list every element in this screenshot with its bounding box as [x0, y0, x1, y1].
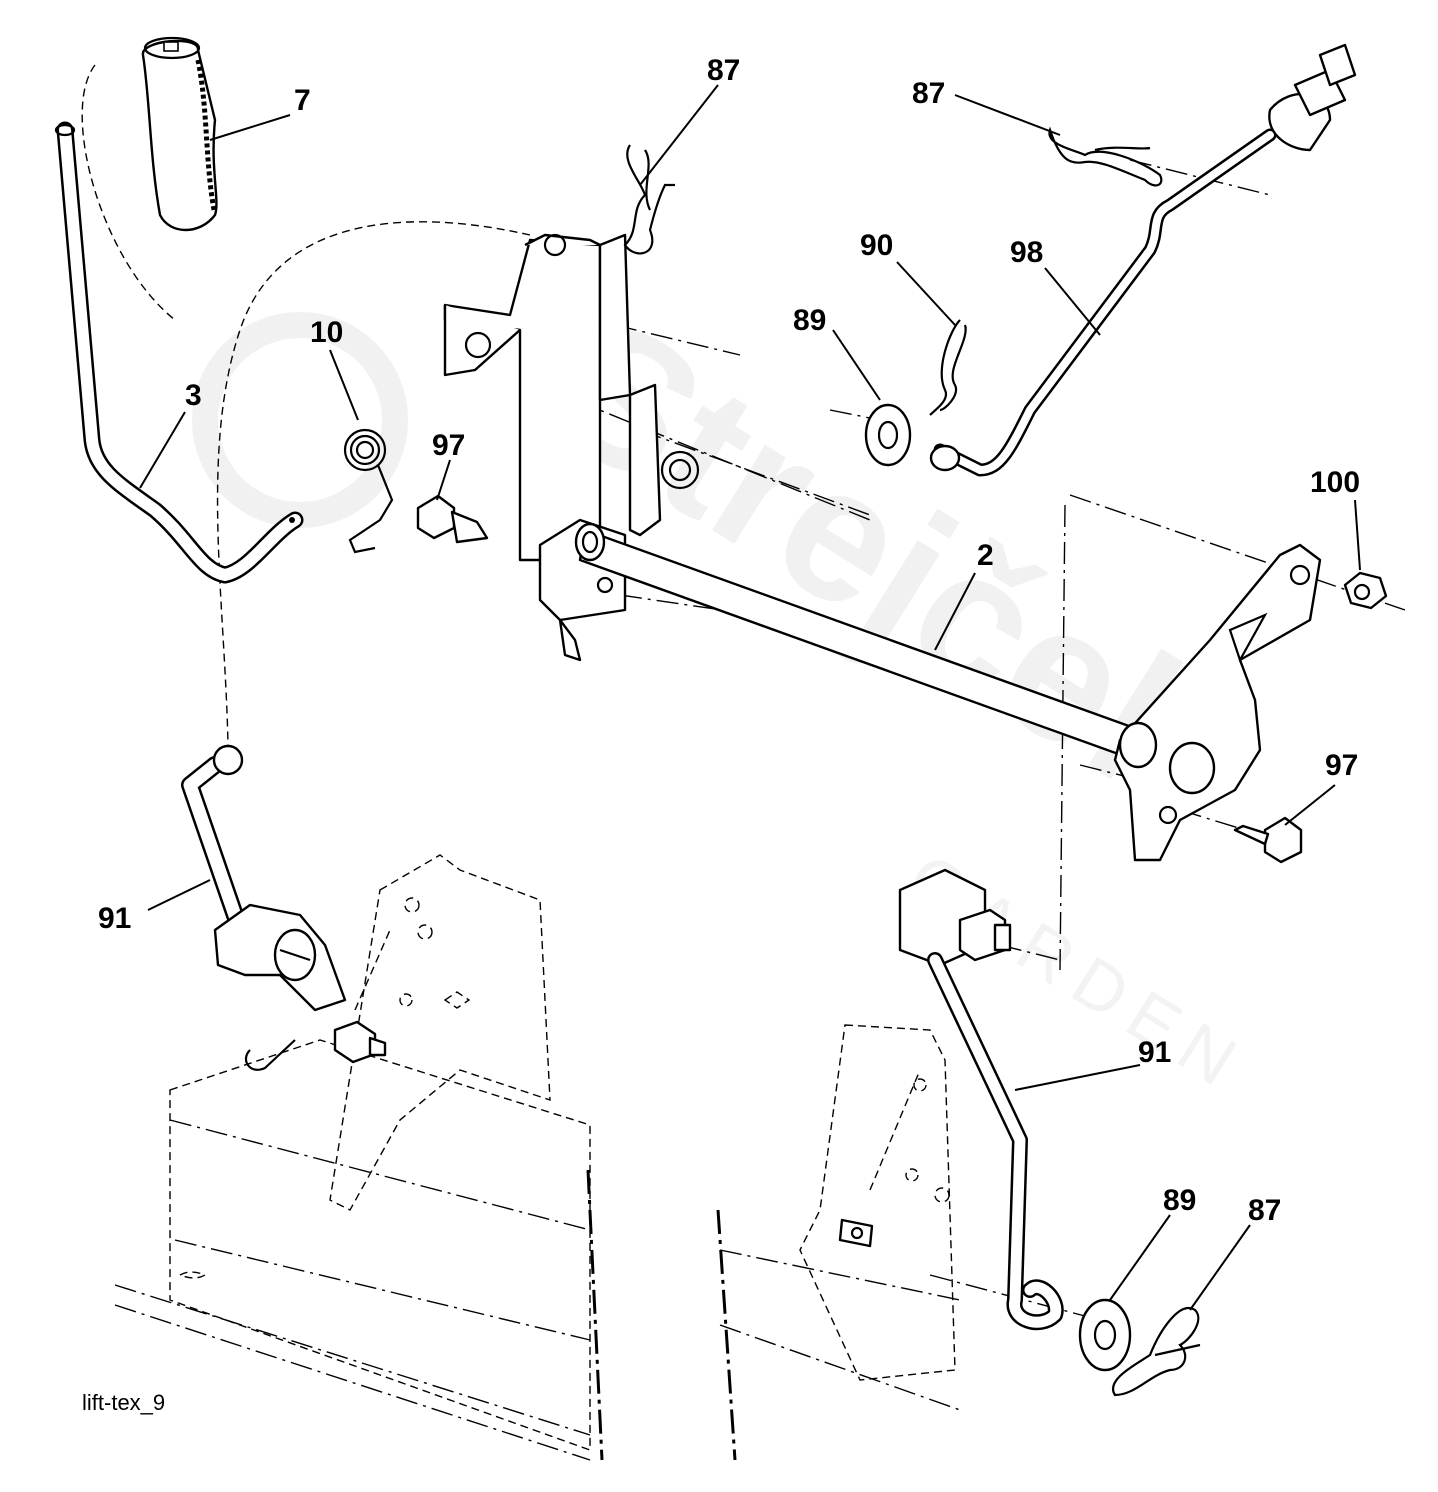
- leader-lines: [139, 84, 1361, 1311]
- center-lines: [81, 64, 1406, 1321]
- callout-7: 7: [294, 84, 311, 117]
- callout-97-right: 97: [1325, 749, 1358, 782]
- callout-87-top-right: 87: [912, 77, 945, 110]
- right-frame-plate: [799, 1024, 956, 1381]
- lift-lever-rod: [54, 121, 304, 584]
- lift-link-left: [181, 744, 387, 1071]
- callout-89-bottom: 89: [1163, 1184, 1196, 1217]
- callout-2: 2: [977, 539, 994, 572]
- washer-top: [864, 403, 912, 467]
- callout-90: 90: [860, 229, 893, 262]
- callout-97-left: 97: [432, 429, 465, 462]
- watermark-logo-icon: [192, 312, 408, 528]
- callout-89-top: 89: [793, 304, 826, 337]
- handle-grip: [141, 36, 218, 232]
- hex-nut: [1343, 571, 1388, 610]
- hairpin-clip-top-right: [1048, 126, 1163, 187]
- deck-outline: [114, 1039, 961, 1461]
- torsion-spring: [343, 428, 394, 554]
- adjustment-rod: [929, 43, 1357, 477]
- callouts: 7 3 10 97 87 87 90 89 98 2 100 97 91 91 …: [98, 54, 1360, 1227]
- callout-87-bottom: 87: [1248, 1194, 1281, 1227]
- callout-100: 100: [1310, 466, 1360, 499]
- figure-caption: lift-tex_9: [82, 1390, 165, 1415]
- left-frame-plate: [329, 854, 551, 1211]
- flange-bolt-right: [1233, 816, 1303, 864]
- callout-91-left: 91: [98, 902, 131, 935]
- callout-91-right: 91: [1138, 1036, 1171, 1069]
- flange-bolt-left: [416, 494, 489, 544]
- hairpin-clip-top-left: [623, 144, 675, 255]
- callout-3: 3: [185, 379, 202, 412]
- callout-98: 98: [1010, 236, 1043, 269]
- hairpin-clip-small: [929, 319, 967, 416]
- hairpin-clip-bottom: [1111, 1307, 1201, 1397]
- washer-bottom: [1078, 1298, 1132, 1372]
- watermark: Strejček GARDEN: [192, 277, 1261, 1108]
- lift-link-right: [898, 868, 1064, 1331]
- callout-87-top-left: 87: [707, 54, 740, 87]
- right-lift-arm: [1113, 543, 1322, 862]
- callout-10: 10: [310, 316, 343, 349]
